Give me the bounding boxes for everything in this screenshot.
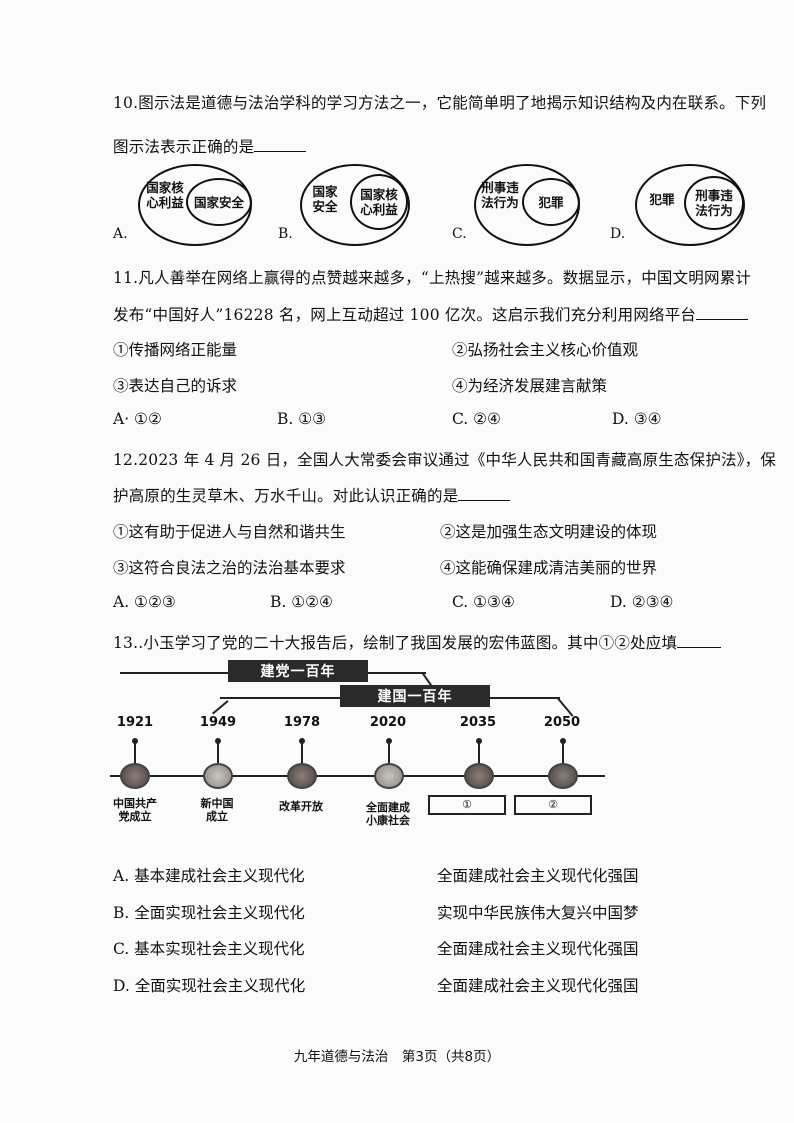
year-label: 1921 [116,715,154,730]
q13-option-c-second: 全面建成社会主义现代化强国 [437,940,639,958]
answer-blank [458,486,511,501]
year-label: 1949 [199,715,237,730]
venn-diagram-d: 犯罪 刑事违法行为 D. [610,160,760,246]
banner-bracket [490,697,560,699]
banner-bracket [368,672,426,674]
q13-option-a-second: 全面建成社会主义现代化强国 [437,867,639,885]
venn-inner-circle: 犯罪 [522,178,580,226]
answer-blank [677,633,722,648]
q11-stem-line1: 11.凡人善举在网络上赢得的点赞越来越多，“上热搜”越来越多。数据显示，中国文明… [113,269,752,287]
year-label: 2035 [459,715,497,730]
q12-option-b: B. ①②④ [270,593,333,611]
year-label: 2050 [543,715,581,730]
q11-option-b: B. ①③ [277,410,327,428]
timeline-node [120,763,150,789]
venn-inner-circle: 国家核心利益 [350,174,408,230]
venn-inner-circle: 刑事违法行为 [684,176,744,230]
answer-blank [696,305,749,320]
answer-blank [254,137,307,152]
venn-outer-label: 刑事违法行为 [481,180,519,210]
q12-stem-line1: 12.2023 年 4 月 26 日，全国人大常委会审议通过《中华人民共和国青藏… [113,451,777,469]
option-label: B. [278,226,293,242]
banner-bracket [556,697,574,717]
q12-option-c: C. ①③④ [452,593,515,611]
blank-box-2: ② [514,795,592,815]
q11-option-a: A· ①② [113,410,162,428]
timeline-axis [110,775,605,777]
venn-outer-label: 国家安全 [312,184,338,214]
timeline-node [203,763,233,789]
q11-statement-3: ③表达自己的诉求 [113,377,238,395]
option-label: A. [113,226,128,242]
event-label: 全面建成小康社会 [366,801,410,827]
q12-statement-2: ②这是加强生态文明建设的体现 [440,523,658,541]
blank-box-1: ① [428,795,506,815]
q12-statement-3: ③这符合良法之治的法治基本要求 [113,559,346,577]
q11-statement-1: ①传播网络正能量 [113,341,238,359]
year-label: 1978 [283,715,321,730]
banner-party-centenary: 建党一百年 [228,660,368,682]
q13-stem: 13..小玉学习了党的二十大报告后，绘制了我国发展的宏伟蓝图。其中①②处应填 [113,631,722,653]
q13-option-b-second: 实现中华民族伟大复兴中国梦 [437,904,639,922]
q13-option-d-second: 全面建成社会主义现代化强国 [437,977,639,995]
page-footer: 九年道德与法治 第3页（共8页） [293,1049,501,1065]
q13-option-d: D. 全面实现社会主义现代化 [113,977,306,995]
banner-bracket [120,672,230,674]
q11-option-d: D. ③④ [612,410,662,428]
q12-option-a: A. ①②③ [113,593,176,611]
year-label: 2020 [369,715,407,730]
option-label: D. [610,226,626,242]
event-label: 改革开放 [279,800,323,813]
q13-option-c: C. 基本实现社会主义现代化 [113,940,305,958]
event-label: 新中国成立 [200,797,234,823]
q11-statement-4: ④为经济发展建言献策 [452,377,608,395]
venn-outer-label: 国家核心利益 [146,180,184,210]
q13-option-a: A. 基本建成社会主义现代化 [113,867,305,885]
timeline-node [464,763,494,789]
q10-stem-line1: 10.图示法是道德与法治学科的学习方法之一，它能简单明了地揭示知识结构及内在联系… [113,94,767,112]
q11-option-c: C. ②④ [452,410,501,428]
q12-statement-4: ④这能确保建成清洁美丽的世界 [440,559,658,577]
banner-bracket [212,700,229,715]
venn-outer-label: 犯罪 [649,192,675,207]
timeline-node [287,763,317,789]
q12-option-d: D. ②③④ [610,593,674,611]
venn-diagram-c: 刑事违法行为 犯罪 C. [452,160,602,246]
q12-statement-1: ①这有助于促进人与自然和谐共生 [113,523,346,541]
development-timeline: 建党一百年 建国一百年 1921 1949 1978 2020 2035 205… [100,655,740,835]
venn-diagram-b: 国家安全 国家核心利益 B. [275,160,425,246]
q13-option-b: B. 全面实现社会主义现代化 [113,904,305,922]
banner-nation-centenary: 建国一百年 [340,685,490,707]
venn-inner-circle: 国家安全 [186,178,252,226]
q11-stem-line2: 发布“中国好人”16228 名，网上互动超过 100 亿次。这启示我们充分利用网… [113,303,749,325]
q10-stem-line2: 图示法表示正确的是 [113,135,307,157]
timeline-node [374,763,404,789]
q11-statement-2: ②弘扬社会主义核心价值观 [452,341,639,359]
venn-diagram-a: 国家核心利益 国家安全 A. [113,160,263,246]
timeline-node [548,763,578,789]
venn-outer-circle [635,164,745,246]
venn-outer-circle [300,164,410,246]
option-label: C. [452,226,467,242]
q12-stem-line2: 护高原的生灵草木、万水千山。对此认识正确的是 [113,484,511,506]
event-label: 中国共产党成立 [113,797,157,823]
banner-bracket [220,697,340,699]
